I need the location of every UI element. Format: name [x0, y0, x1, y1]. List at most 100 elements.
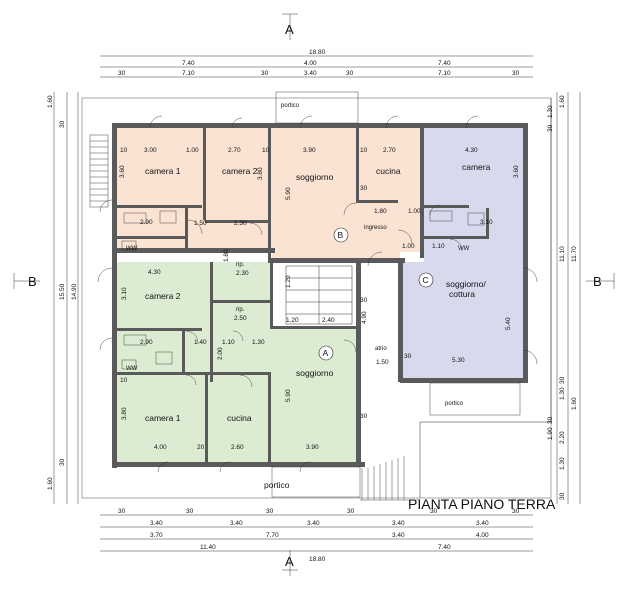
dimension-label-57: 3.60 [513, 165, 520, 178]
dimension-label-49: 1.00 [186, 147, 199, 154]
dimension-label-8: 30 [346, 70, 354, 77]
dimension-label-53: 4.30 [465, 147, 478, 154]
room-portico-bottom: portico [264, 480, 290, 490]
dimension-label-32: 15.50 [59, 283, 66, 300]
dimension-label-52: 2.70 [383, 147, 396, 154]
dimension-label-41: 1.30 [559, 387, 566, 400]
stair [285, 265, 353, 325]
dimension-label-14: 3.40 [230, 520, 243, 527]
outer-boundary-right [419, 98, 552, 498]
room-a-camera2: camera 2 [145, 291, 181, 301]
dimension-label-91: 10 [360, 147, 368, 154]
dimension-label-45: 2.20 [559, 431, 566, 444]
dimension-label-61: 1.80 [374, 208, 387, 215]
dimension-texts: 18.80 7.40 4.00 7.40 30 7.10 30 3.40 30 … [47, 49, 578, 563]
dimension-label-39: 11.70 [571, 246, 578, 262]
dimension-label-5: 7.10 [182, 70, 195, 77]
dimension-label-35: 1.60 [559, 95, 566, 108]
dimension-label-38: 11.10 [559, 246, 566, 262]
dimension-label-55: 3.80 [257, 167, 264, 180]
dimension-label-97: 30 [360, 413, 368, 420]
dimension-label-10: 30 [512, 70, 520, 77]
dimension-label-28: 18.80 [309, 556, 326, 563]
dimension-label-67: 1.10 [432, 243, 445, 250]
dimension-label-22: 3.70 [150, 532, 163, 539]
porticos [271, 91, 521, 498]
dimension-label-42: 1.60 [571, 397, 578, 410]
dimension-label-92: 10 [120, 377, 128, 384]
section-marker-top: A [285, 22, 294, 37]
dimension-label-69: 4.30 [148, 269, 161, 276]
dimension-label-78: 1.40 [194, 339, 207, 346]
dimension-label-11: 30 [118, 508, 126, 515]
ww-label-1: WW [126, 246, 138, 252]
room-a-soggiorno: soggiorno [296, 368, 334, 378]
dimension-label-19: 30 [430, 508, 438, 515]
room-c-cottura: cottura [449, 289, 475, 299]
ramp [360, 456, 420, 501]
dimension-label-83: 5.30 [452, 357, 465, 364]
dimension-label-84: 3.80 [121, 407, 128, 420]
dimension-label-24: 3.40 [392, 532, 405, 539]
dimension-label-51: 3.90 [303, 147, 316, 154]
dimension-label-12: 3.40 [150, 520, 163, 527]
dimension-label-71: 2.50 [234, 315, 247, 322]
dimension-label-77: 2.90 [140, 339, 153, 346]
dimension-label-87: 2.60 [231, 444, 244, 451]
unit-label-a: A [323, 348, 329, 358]
dimension-label-64: 2.30 [236, 270, 249, 277]
unit-c-area [402, 128, 523, 378]
dimension-lines [13, 13, 615, 576]
dimension-label-25: 4.00 [476, 532, 489, 539]
dimension-label-73: 2.40 [322, 317, 335, 324]
dimension-label-46: 1.30 [559, 457, 566, 470]
dimension-label-4: 30 [118, 70, 126, 77]
dimension-label-82: 1.50 [376, 359, 389, 366]
plan-title: PIANTA PIANO TERRA [408, 496, 556, 512]
dimension-label-26: 11.40 [200, 544, 216, 551]
dimension-label-1: 7.40 [182, 60, 195, 67]
dimension-label-43: 30 [547, 416, 554, 424]
room-atrio: atrio [375, 346, 387, 352]
dimension-label-94: 30 [360, 185, 368, 192]
room-b-rip: rip. [236, 262, 245, 268]
walls [112, 123, 528, 468]
dimension-label-70: 3.10 [121, 287, 128, 300]
room-b-camera1: camera 1 [145, 166, 181, 176]
dimension-label-95: 30 [404, 353, 412, 360]
section-marker-bottom: A [285, 554, 294, 569]
section-marker-left: B [28, 274, 37, 289]
dimension-label-90: 10 [262, 147, 270, 154]
dimension-label-74: 1.20 [286, 317, 299, 324]
dimension-label-86: 4.00 [154, 444, 167, 451]
dimension-label-6: 30 [261, 70, 269, 77]
dimension-label-60: 2.30 [234, 220, 247, 227]
dimension-label-37: 30 [547, 124, 554, 132]
unit-a-area [117, 262, 360, 462]
dimension-label-13: 30 [186, 508, 194, 515]
dimension-label-50: 2.70 [228, 147, 241, 154]
room-c-soggiorno: soggiorno/ [446, 279, 486, 289]
dimension-label-81: 2.00 [217, 347, 224, 360]
dimension-label-36: 1.30 [547, 105, 554, 118]
dimension-label-65: 1.80 [223, 249, 230, 262]
room-a-rip: rip. [236, 307, 245, 313]
dimension-label-63: 3.10 [480, 219, 493, 226]
dimension-label-34: 1.60 [47, 477, 54, 490]
dimension-label-9: 7.10 [438, 70, 451, 77]
dimension-label-54: 3.60 [119, 165, 126, 178]
dimension-label-16: 3.40 [307, 520, 320, 527]
unit-fills [117, 128, 523, 462]
dimension-label-72: 1.20 [285, 275, 292, 288]
ww-label-3: WW [126, 366, 138, 372]
dimension-label-79: 1.10 [222, 339, 235, 346]
dimension-label-66: 1.00 [402, 243, 415, 250]
room-a-cucina: cucina [227, 413, 252, 423]
unit-label-b: B [338, 230, 344, 240]
dimension-label-93: 20 [197, 444, 205, 451]
dimension-label-40: 30 [559, 376, 566, 384]
room-c-camera: camera [462, 162, 491, 172]
dimension-label-33: 30 [59, 458, 66, 466]
dimension-label-3: 7.40 [438, 60, 451, 67]
